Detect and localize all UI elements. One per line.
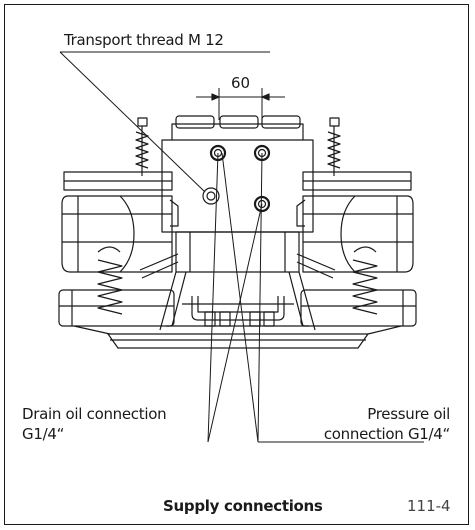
central-body	[159, 115, 316, 331]
figure-frame	[4, 4, 469, 525]
dimension-60-line	[196, 88, 285, 120]
right-lower-spring	[352, 246, 378, 315]
left-housing	[61, 195, 173, 273]
port-pressure-icon	[253, 195, 271, 213]
drain-oil-label-line2: G1/4“	[22, 425, 65, 443]
bottom-plate	[73, 325, 402, 349]
left-upper-plate	[63, 171, 173, 191]
figure-number: 111-4	[407, 497, 451, 515]
drain-oil-label-line1: Drain oil connection	[22, 405, 167, 423]
figure-caption: Supply connections	[163, 497, 323, 515]
left-cross-link	[139, 253, 179, 279]
left-lower-spring	[97, 246, 123, 315]
right-housing	[302, 195, 414, 273]
dimension-60-label: 60	[231, 74, 251, 92]
right-base	[300, 289, 417, 327]
pressure-oil-label-line1: Pressure oil	[367, 405, 450, 423]
left-upper-spring	[135, 117, 149, 176]
pressure-oil-leader	[221, 152, 424, 443]
right-cross-link	[296, 253, 336, 279]
right-upper-spring	[327, 117, 341, 176]
transport-thread-icon	[202, 187, 220, 205]
transport-thread-leader	[59, 51, 270, 193]
pressure-oil-label-line2: connection G1/4“	[323, 425, 450, 443]
right-upper-plate	[302, 171, 412, 191]
transport-thread-label: Transport thread M 12	[64, 31, 224, 49]
drain-oil-leader	[207, 152, 263, 443]
left-base	[58, 289, 175, 327]
